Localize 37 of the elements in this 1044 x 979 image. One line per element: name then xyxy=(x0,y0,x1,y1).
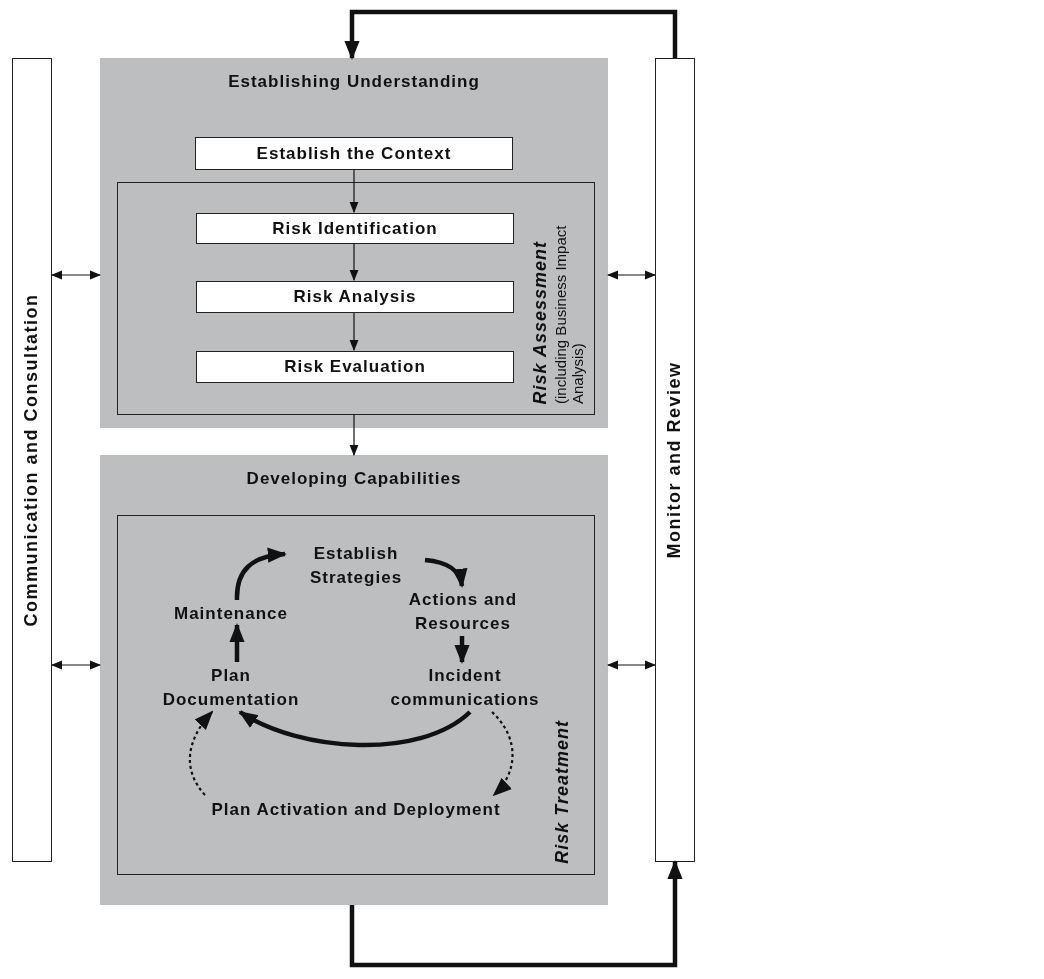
arrow xyxy=(229,623,245,662)
stage-panel xyxy=(100,58,608,428)
step-label: Incident communications xyxy=(373,663,557,713)
arrow xyxy=(349,169,359,214)
double-arrow xyxy=(606,660,657,670)
arrow xyxy=(349,242,359,282)
arrow xyxy=(454,636,470,664)
panel-title: Developing Capabilities xyxy=(245,469,463,489)
arrow xyxy=(349,860,683,968)
arrow xyxy=(188,710,214,796)
double-arrow xyxy=(50,660,102,670)
frame-note: (including Business Impact Analysis) xyxy=(552,224,587,404)
arrow xyxy=(424,557,467,588)
frame-label: Risk Assessment xyxy=(530,240,551,404)
arrow xyxy=(349,311,359,352)
double-arrow xyxy=(50,270,102,280)
group-frame xyxy=(117,515,595,875)
step-box: Establish the Context xyxy=(195,137,513,170)
stage-panel xyxy=(100,455,608,905)
arrow xyxy=(344,9,678,60)
bar-label: Communication and Consultation xyxy=(21,293,42,627)
step-box: Risk Evaluation xyxy=(196,351,514,383)
side-bar xyxy=(655,58,695,862)
panel-title: Establishing Understanding xyxy=(227,72,481,92)
step-label: Maintenance xyxy=(161,601,301,626)
arrow xyxy=(238,710,472,748)
step-box: Risk Identification xyxy=(196,213,514,244)
step-box: Risk Analysis xyxy=(196,281,514,313)
arrow xyxy=(349,414,359,457)
arrow xyxy=(234,548,287,601)
frame-label: Risk Treatment xyxy=(552,720,573,864)
double-arrow xyxy=(606,270,657,280)
arrow xyxy=(491,711,514,797)
group-frame xyxy=(117,182,595,415)
side-bar xyxy=(12,58,52,862)
bar-label: Monitor and Review xyxy=(664,361,685,559)
step-label: Plan Documentation xyxy=(151,663,311,713)
